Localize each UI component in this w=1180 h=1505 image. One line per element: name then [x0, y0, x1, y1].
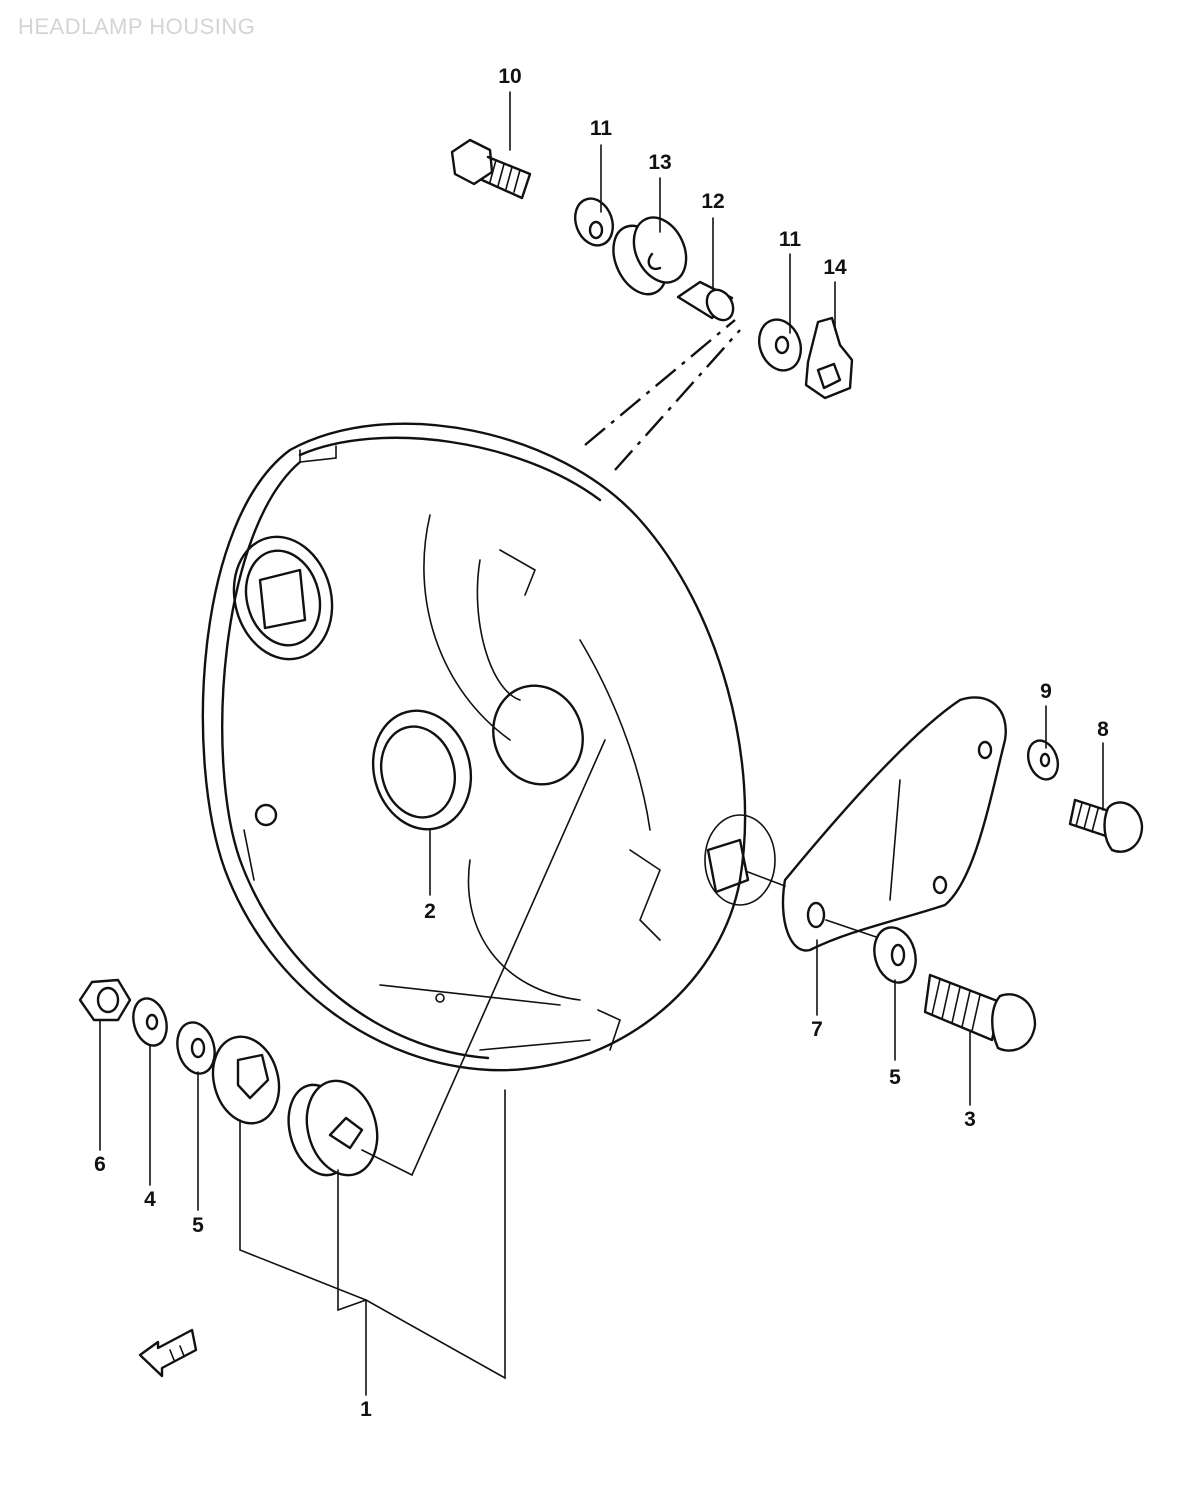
callout-8: 8: [1097, 718, 1109, 741]
callout-9: 9: [1040, 680, 1052, 703]
callout-6: 6: [94, 1153, 106, 1176]
callout-leaders: [99, 91, 1104, 1396]
part-5-washer-left: [176, 1021, 216, 1075]
callout-14: 14: [823, 256, 847, 279]
callout-12: 12: [701, 190, 725, 213]
leader-bracket-washer: [825, 919, 886, 941]
callout-10: 10: [498, 65, 522, 88]
part-10-bolt: [450, 138, 532, 200]
part-6-nut: [78, 978, 132, 1022]
callout-5-right: 5: [889, 1066, 901, 1089]
assembly-line-top-b: [614, 329, 741, 471]
part-7-bracket: [781, 696, 1007, 952]
callout-11-right: 11: [778, 228, 802, 251]
part-1-cushion-left: [211, 1035, 281, 1125]
front-direction-arrow-icon: [138, 1328, 198, 1378]
callout-3: 3: [964, 1108, 976, 1131]
callout-5-left: 5: [192, 1214, 204, 1237]
callout-4: 4: [144, 1188, 156, 1211]
callout-2: 2: [424, 900, 436, 923]
part-13-grommet: [612, 216, 688, 296]
part-12-collar: [676, 280, 735, 322]
callout-1: 1: [360, 1398, 372, 1421]
part-1-grommet: [287, 1079, 379, 1177]
part-3-bolt: [923, 973, 1037, 1052]
callout-7: 7: [811, 1018, 823, 1041]
diagram-title: HEADLAMP HOUSING: [18, 14, 256, 39]
part-14-terminal: [804, 316, 854, 400]
callout-13: 13: [648, 151, 672, 174]
part-8-bolt: [1068, 798, 1144, 853]
part-5-washer-right: [873, 926, 917, 984]
leader-bracket-shell: [747, 871, 786, 887]
part-4-washer: [132, 997, 168, 1047]
part-9-washer: [1026, 739, 1060, 781]
part-11-washer-right: [758, 318, 802, 372]
callout-11-top: 11: [589, 117, 613, 140]
headlamp-housing-shell: [201, 422, 776, 1072]
assembly-line-top-a: [584, 319, 736, 446]
part-11-washer-top: [573, 197, 615, 247]
